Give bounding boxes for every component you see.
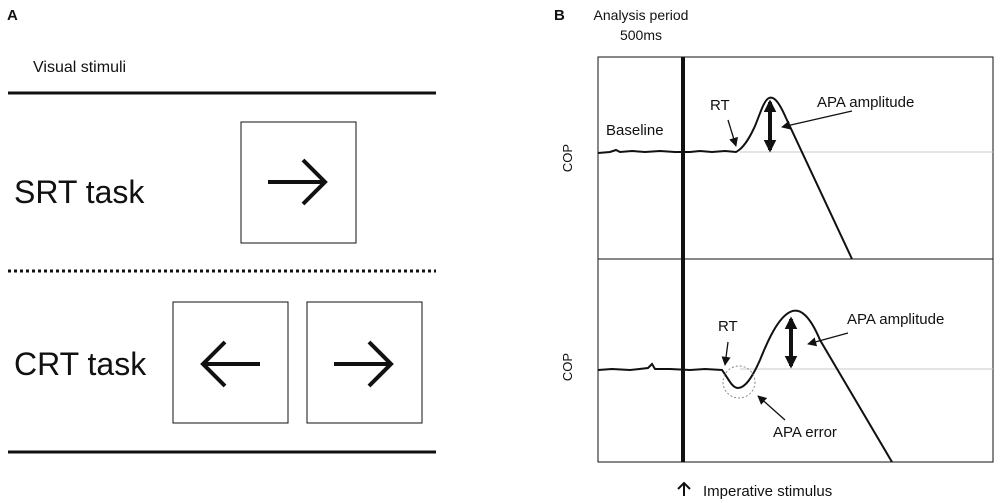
analysis-period-label: Analysis period bbox=[594, 7, 689, 23]
top-trace: Baseline RT APA amplitude bbox=[597, 94, 914, 260]
top-cop-trace bbox=[597, 96, 853, 260]
top-apa-pointer bbox=[781, 110, 853, 130]
bottom-cop-ylabel: COP bbox=[560, 353, 575, 381]
crt-stimulus-box-left bbox=[172, 301, 289, 424]
top-cop-ylabel: COP bbox=[560, 144, 575, 172]
analysis-period-duration: 500ms bbox=[620, 27, 662, 43]
panel-b-letter: B bbox=[554, 7, 565, 24]
apa-error-pointer bbox=[757, 395, 786, 421]
crt-task-label: CRT task bbox=[14, 346, 147, 382]
crt-stimulus-box-right bbox=[306, 301, 423, 424]
apa-error-label: APA error bbox=[773, 424, 837, 441]
bottom-trace: RT APA amplitude APA error bbox=[597, 309, 944, 463]
srt-task-label: SRT task bbox=[14, 174, 145, 210]
panel-a: A Visual stimuli SRT task CRT task bbox=[7, 7, 436, 454]
apa-error-circle bbox=[722, 365, 756, 399]
top-apa-amplitude-label: APA amplitude bbox=[817, 94, 914, 111]
visual-stimuli-header: Visual stimuli bbox=[33, 59, 126, 76]
arrow-right-icon bbox=[268, 158, 328, 206]
arrow-right-icon bbox=[334, 340, 394, 388]
bottom-rt-pointer bbox=[721, 341, 731, 366]
panel-b: B Analysis period 500ms COP COP Baseline… bbox=[554, 7, 994, 500]
srt-stimulus-box bbox=[240, 121, 357, 244]
panel-a-letter: A bbox=[7, 7, 18, 24]
baseline-label: Baseline bbox=[606, 122, 664, 139]
top-rt-pointer bbox=[727, 119, 738, 147]
top-rt-label: RT bbox=[710, 97, 730, 114]
arrow-up-icon bbox=[677, 481, 691, 496]
arrow-left-icon bbox=[200, 340, 260, 388]
bottom-rt-label: RT bbox=[718, 318, 738, 335]
bottom-apa-amplitude-label: APA amplitude bbox=[847, 311, 944, 328]
bottom-cop-trace bbox=[597, 309, 893, 463]
imperative-stimulus-label: Imperative stimulus bbox=[703, 483, 832, 500]
bottom-apa-pointer bbox=[807, 332, 849, 347]
